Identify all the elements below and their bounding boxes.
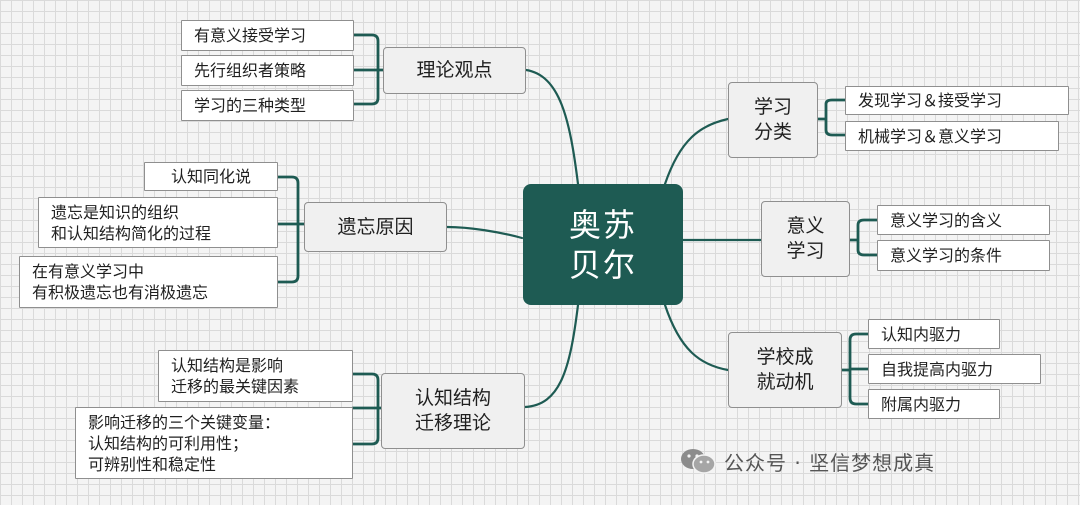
- leaf-theory-2[interactable]: 先行组织者策略: [181, 55, 354, 86]
- leaf-forgetting-1[interactable]: 认知同化说: [144, 162, 278, 191]
- leaf-meaningful-2[interactable]: 意义学习的条件: [877, 240, 1050, 271]
- watermark-text: 公众号 · 坚信梦想成真: [724, 450, 936, 475]
- watermark: 公众号 · 坚信梦想成真: [680, 446, 935, 476]
- leaf-meaningful-1[interactable]: 意义学习的含义: [877, 205, 1050, 235]
- leaf-transfer-2[interactable]: 影响迁移的三个关键变量： 认知结构的可利用性； 可辨别性和稳定性: [75, 407, 353, 479]
- leaf-forgetting-3[interactable]: 在有意义学习中 有积极遗忘也有消极遗忘: [19, 256, 278, 308]
- connector-center-theory: [524, 68, 580, 186]
- bracket-meaningful: [848, 218, 879, 257]
- leaf-motivation-3[interactable]: 附属内驱力: [868, 389, 1000, 419]
- leaf-forgetting-2[interactable]: 遗忘是知识的组织 和认知结构简化的过程: [38, 197, 278, 248]
- bracket-theory: [352, 33, 386, 106]
- connector-center-transfer: [523, 303, 580, 409]
- leaf-motivation-2[interactable]: 自我提高内驱力: [868, 354, 1041, 384]
- connector-center-forgetting: [445, 225, 524, 240]
- branch-transfer[interactable]: 认知结构 迁移理论: [381, 373, 525, 449]
- leaf-classification-1[interactable]: 发现学习＆接受学习: [845, 86, 1069, 115]
- leaf-theory-3[interactable]: 学习的三种类型: [181, 90, 354, 121]
- branch-motivation[interactable]: 学校成 就动机: [728, 332, 842, 408]
- connector-center-motivation: [663, 303, 730, 372]
- leaf-theory-1[interactable]: 有意义接受学习: [181, 20, 354, 51]
- leaf-transfer-1[interactable]: 认知结构是影响 迁移的最关键因素: [158, 350, 353, 402]
- wechat-icon: [681, 449, 716, 474]
- branch-theory[interactable]: 理论观点: [383, 47, 526, 94]
- branch-classification[interactable]: 学习 分类: [728, 82, 818, 158]
- bracket-forgetting: [276, 175, 307, 284]
- branch-meaningful[interactable]: 意义 学习: [761, 201, 850, 277]
- leaf-motivation-1[interactable]: 认知内驱力: [868, 319, 1000, 349]
- central-node[interactable]: 奥苏 贝尔: [523, 184, 683, 305]
- branch-forgetting[interactable]: 遗忘原因: [304, 202, 447, 252]
- connector-center-classification: [663, 117, 730, 186]
- bracket-transfer: [351, 372, 383, 446]
- bracket-motivation: [840, 332, 870, 406]
- leaf-classification-2[interactable]: 机械学习＆意义学习: [845, 121, 1059, 151]
- bracket-classification: [816, 98, 847, 137]
